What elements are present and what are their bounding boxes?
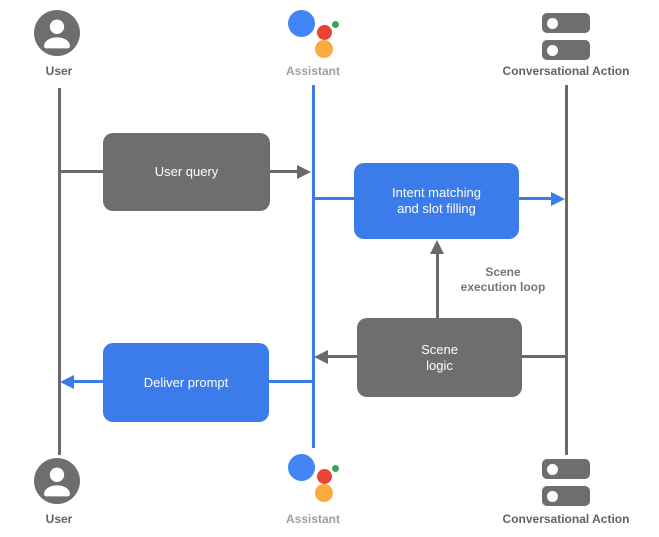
user-label-top: User [45, 64, 73, 78]
conversational-action-label-bottom: Conversational Action [502, 512, 630, 526]
intent-matching-node: Intent matching and slot filling [354, 163, 519, 239]
scene-execution-loop-label: Scene execution loop [460, 265, 546, 294]
google-assistant-icon [288, 453, 348, 513]
user-query-node: User query [103, 133, 270, 211]
server-led [547, 490, 558, 502]
scene-logic-node: Scene logic [357, 318, 522, 397]
assistant-logo-yellow-dot [315, 39, 333, 58]
google-assistant-icon [288, 9, 348, 69]
assistant-logo-blue-dot [288, 9, 315, 37]
deliver-prompt-arrowhead [60, 374, 74, 389]
conversational-action-label-top: Conversational Action [502, 64, 630, 78]
scene-loop-arrow-line [436, 253, 439, 318]
conversational-action-lifeline [564, 85, 568, 455]
assistant-logo-green-dot [331, 464, 339, 472]
server-led [547, 463, 558, 475]
scene-logic-arrowhead [314, 349, 328, 364]
user-icon [34, 10, 80, 56]
user-lifeline [57, 88, 61, 455]
intent-matching-arrowhead [551, 191, 565, 206]
assistant-logo-blue-dot [288, 453, 315, 481]
assistant-logo-red-dot [317, 25, 332, 40]
server-led [547, 44, 558, 56]
user-icon [34, 458, 80, 504]
server-row [542, 40, 590, 60]
server-stack-icon [542, 13, 590, 60]
server-led [547, 17, 558, 29]
assistant-logo-red-dot [317, 469, 332, 484]
server-row [542, 486, 590, 506]
scene-loop-arrowhead [430, 240, 444, 254]
assistant-logo-yellow-dot [315, 483, 333, 502]
assistant-lifeline [311, 85, 315, 448]
assistant-label-top: Assistant [285, 64, 341, 78]
server-row [542, 459, 590, 479]
deliver-prompt-node: Deliver prompt [103, 343, 269, 422]
assistant-logo-green-dot [331, 20, 339, 28]
server-row [542, 13, 590, 33]
assistant-label-bottom: Assistant [285, 512, 341, 526]
user-query-arrowhead [297, 164, 311, 179]
user-label-bottom: User [45, 512, 73, 526]
server-stack-icon [542, 459, 590, 506]
